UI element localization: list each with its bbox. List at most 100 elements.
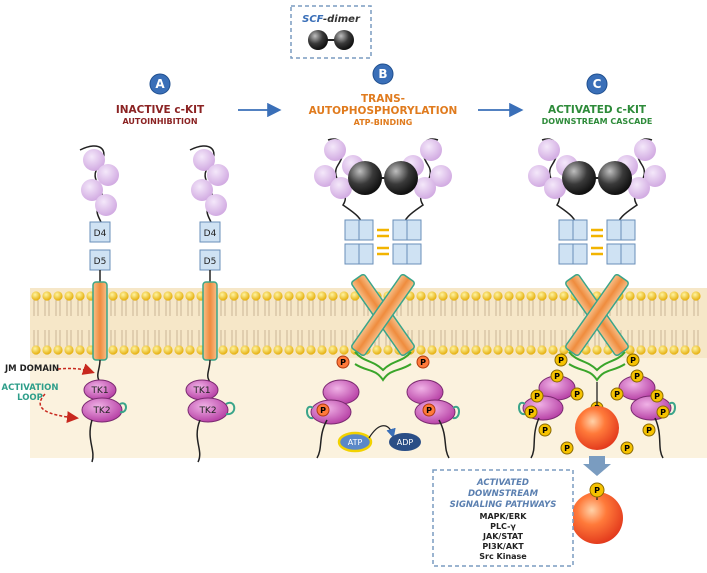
lipid-head bbox=[647, 345, 657, 355]
downstream-effector bbox=[575, 406, 619, 450]
lipid-head bbox=[273, 291, 283, 301]
stage-a-subtitle: AUTOINHIBITION bbox=[122, 117, 197, 126]
lipid-head bbox=[251, 345, 261, 355]
phospho-b: P P P P bbox=[316, 355, 436, 417]
lipid-head bbox=[284, 345, 294, 355]
lipid-head bbox=[306, 291, 316, 301]
lipid-head bbox=[471, 345, 481, 355]
d5-label: D5 bbox=[94, 257, 107, 267]
lipid-head bbox=[526, 345, 536, 355]
phospho-site: P bbox=[614, 390, 620, 399]
lipid-head bbox=[185, 291, 195, 301]
atp-label: ATP bbox=[348, 438, 363, 447]
stage-letter-b-circle bbox=[372, 63, 394, 85]
phospho-site: P bbox=[654, 392, 660, 401]
phospho-site-marker bbox=[656, 405, 670, 419]
lipid-head bbox=[108, 345, 118, 355]
pathway-item: PLC-γ bbox=[490, 522, 516, 531]
crossed-transmembrane-b bbox=[351, 273, 415, 357]
lipid-head bbox=[537, 291, 547, 301]
d4-label: D4 bbox=[94, 229, 107, 239]
ig-domain bbox=[81, 179, 103, 201]
scf-monomer-right bbox=[334, 30, 354, 50]
lipid-head bbox=[636, 345, 646, 355]
lipid-head bbox=[647, 291, 657, 301]
adp-molecule bbox=[389, 433, 421, 451]
kinase-left-c bbox=[518, 375, 576, 459]
lipid-head bbox=[64, 291, 74, 301]
phospho-site-marker bbox=[650, 389, 664, 403]
pathway-item: JAK/STAT bbox=[482, 532, 523, 541]
lipid-head bbox=[515, 291, 525, 301]
phospho-site: P bbox=[660, 408, 666, 417]
lipid-head bbox=[317, 291, 327, 301]
phospho-site-marker bbox=[626, 353, 640, 367]
lipid-head bbox=[295, 291, 305, 301]
pathways-title-line1: ACTIVATED bbox=[476, 478, 529, 488]
lipid-head bbox=[548, 291, 558, 301]
tk1-label: TK1 bbox=[90, 386, 108, 396]
phospho-site: P bbox=[594, 486, 600, 495]
tk2-label: TK2 bbox=[92, 406, 110, 416]
activation-loop bbox=[119, 402, 127, 414]
lipid-head bbox=[163, 345, 173, 355]
lipid-head bbox=[372, 345, 382, 355]
ig-domain bbox=[97, 164, 119, 186]
stage-b-subtitle: ATP-BINDING bbox=[354, 118, 413, 127]
lipid-head bbox=[669, 345, 679, 355]
lipid-head bbox=[427, 291, 437, 301]
ig-domain bbox=[205, 194, 227, 216]
ig-domain bbox=[207, 164, 229, 186]
lipid-head bbox=[460, 345, 470, 355]
lipid-head bbox=[691, 345, 701, 355]
d4-domain bbox=[199, 221, 221, 243]
lipid-head bbox=[383, 345, 393, 355]
ig-domain bbox=[193, 149, 215, 171]
lipid-head bbox=[548, 345, 558, 355]
phospho-site-marker bbox=[560, 441, 574, 455]
lipid-head bbox=[592, 345, 602, 355]
lipid-head bbox=[240, 345, 250, 355]
lipid-head bbox=[339, 345, 349, 355]
lipid-head bbox=[625, 291, 635, 301]
lipid-head bbox=[350, 291, 360, 301]
lipid-head bbox=[130, 291, 140, 301]
phospho-site-marker bbox=[642, 423, 656, 437]
lipid-head bbox=[262, 345, 272, 355]
lipid-head bbox=[141, 345, 151, 355]
lipid-head bbox=[42, 345, 52, 355]
lipid-head bbox=[108, 291, 118, 301]
phospho-site: P bbox=[528, 408, 534, 417]
phospho-site: P bbox=[624, 444, 630, 453]
lipid-head bbox=[75, 345, 85, 355]
lipid-head bbox=[119, 291, 129, 301]
jm-domain-callout: JM DOMAIN bbox=[4, 363, 95, 375]
inactive-receptor-2: D4 D5 TK1 TK2 bbox=[185, 145, 236, 463]
lipid-head bbox=[482, 345, 492, 355]
pathways-box: ACTIVATED DOWNSTREAM SIGNALING PATHWAYS … bbox=[432, 469, 574, 567]
phospho-site: P bbox=[534, 392, 540, 401]
pathway-item: PI3K/AKT bbox=[482, 542, 524, 551]
lipid-head bbox=[636, 291, 646, 301]
phospho-site: P bbox=[542, 426, 548, 435]
lipid-head bbox=[482, 291, 492, 301]
stage-header-c: C ACTIVATED c-KIT DOWNSTREAM CASCADE bbox=[542, 73, 652, 126]
lipid-head bbox=[416, 345, 426, 355]
transmembrane-helix bbox=[202, 281, 218, 361]
ig-domain bbox=[191, 179, 213, 201]
jm-domain-label: JM DOMAIN bbox=[4, 364, 59, 374]
phospho-site: P bbox=[420, 358, 426, 367]
stage-b-title-line2: AUTOPHOSPHORYLATION bbox=[309, 105, 458, 117]
tk1-label: TK1 bbox=[192, 386, 210, 396]
lipid-head bbox=[31, 291, 41, 301]
lipid-head bbox=[493, 291, 503, 301]
phospho-site: P bbox=[634, 372, 640, 381]
phospho-site-marker bbox=[554, 353, 568, 367]
lipid-head bbox=[152, 345, 162, 355]
adp-label: ADP bbox=[397, 438, 414, 447]
stage-header-b: B TRANS- AUTOPHOSPHORYLATION ATP-BINDING bbox=[309, 63, 458, 127]
lipid-head bbox=[515, 345, 525, 355]
activation-loop-label-line2: LOOP bbox=[17, 393, 43, 403]
